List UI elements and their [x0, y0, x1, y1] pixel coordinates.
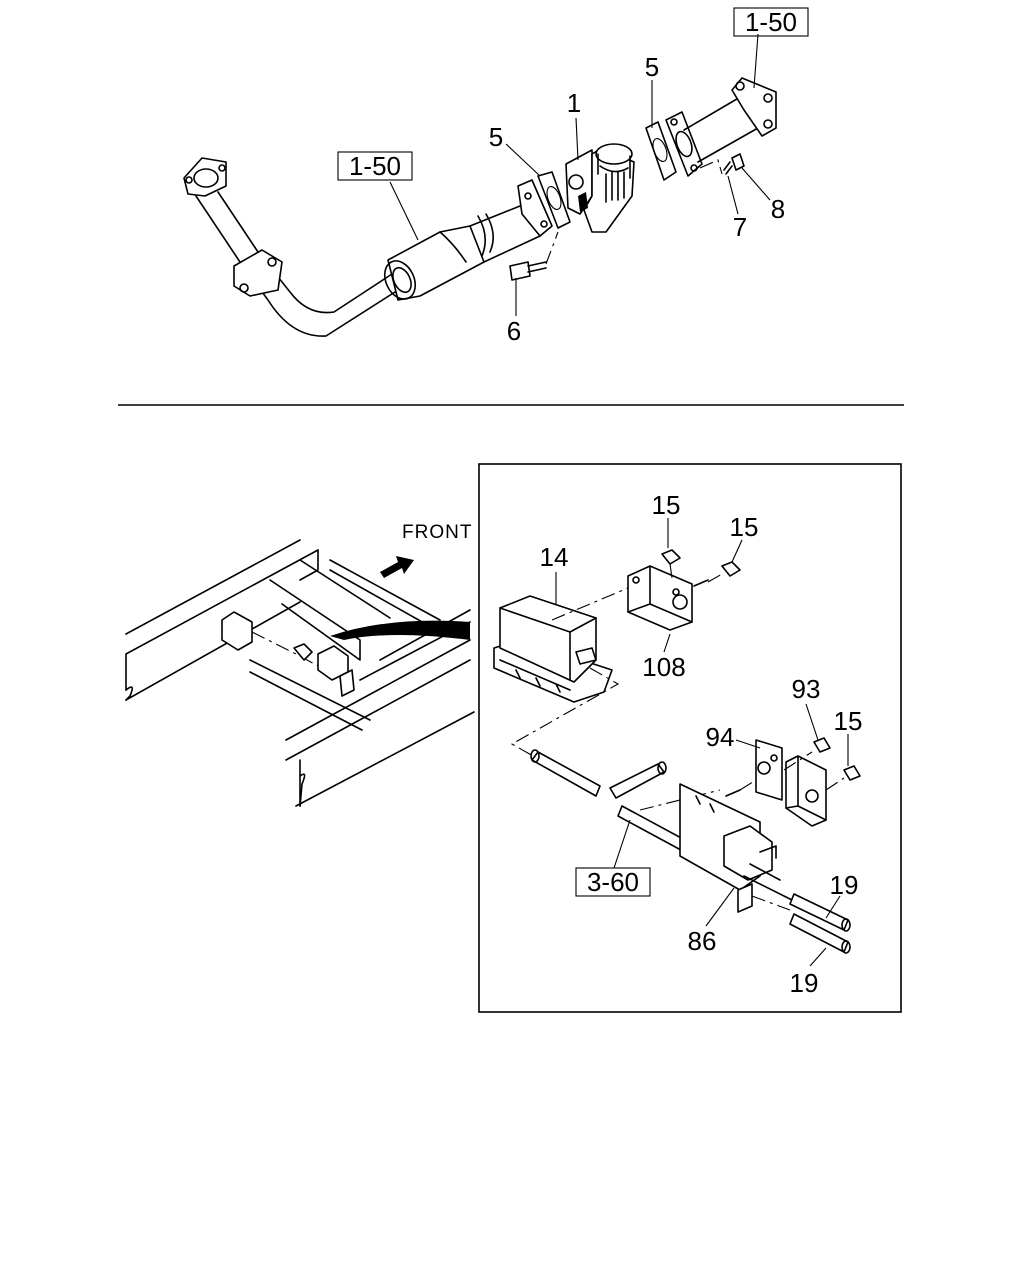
callout-3-60: 3-60	[587, 867, 639, 897]
callout-1-50-right: 1-50	[745, 7, 797, 37]
ref-box-1-50-right	[733, 7, 809, 37]
callout-19-bottom: 19	[790, 968, 819, 998]
callout-86: 86	[688, 926, 717, 956]
chassis-overview: FRONT	[125, 522, 475, 807]
callout-1: 1	[567, 88, 581, 118]
callout-15-a: 15	[652, 490, 681, 520]
exhaust-pipe-assembly: 1-50 1-50 1 5 5 6 7 8	[183, 7, 809, 346]
callout-15-b: 15	[730, 512, 759, 542]
callout-5-left: 5	[489, 122, 503, 152]
callout-19-top: 19	[830, 870, 859, 900]
front-arrow-icon	[380, 556, 414, 578]
callout-14: 14	[540, 542, 569, 572]
callout-7: 7	[733, 212, 747, 242]
ref-box-1-50-left	[337, 151, 413, 181]
callout-15-c: 15	[834, 706, 863, 736]
front-label: FRONT	[402, 522, 472, 543]
callout-93: 93	[792, 674, 821, 704]
callout-1-50-left: 1-50	[349, 151, 401, 181]
callout-94: 94	[706, 722, 735, 752]
callout-6: 6	[507, 316, 521, 346]
detail-frame	[478, 463, 902, 1013]
callout-8: 8	[771, 194, 785, 224]
ref-box-3-60	[575, 867, 651, 897]
callout-108: 108	[642, 652, 685, 682]
detail-assembly: 14 15 15 108 93 94 15 3-60 86 19 19	[493, 490, 863, 998]
callout-5-right: 5	[645, 52, 659, 82]
